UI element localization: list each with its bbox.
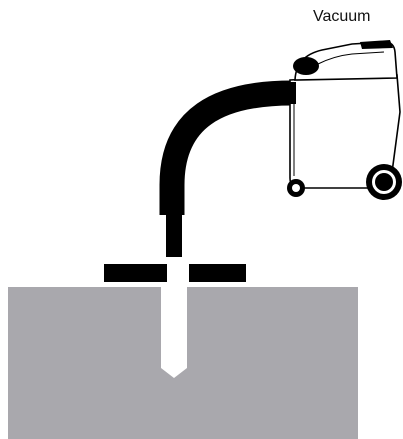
seal-pad-right (189, 264, 246, 282)
hose-nozzle (166, 212, 182, 257)
seal-pad-left (104, 264, 167, 282)
hose-body (159, 80, 293, 215)
substrate-block (8, 287, 358, 439)
vacuum-lid-contour (317, 51, 385, 65)
vacuum-handle (360, 40, 393, 49)
vacuum-label: Vacuum (313, 8, 371, 25)
seal-plate (104, 264, 246, 282)
vacuum-hose-port (284, 82, 296, 104)
vacuum-icon (284, 40, 402, 200)
vacuum-hose (159, 80, 293, 257)
vacuum-wheel-small-hub (292, 184, 300, 192)
vacuum-inlet (293, 57, 319, 75)
vacuum-wheel-large-inner (375, 173, 393, 191)
substrate-body (8, 287, 358, 439)
